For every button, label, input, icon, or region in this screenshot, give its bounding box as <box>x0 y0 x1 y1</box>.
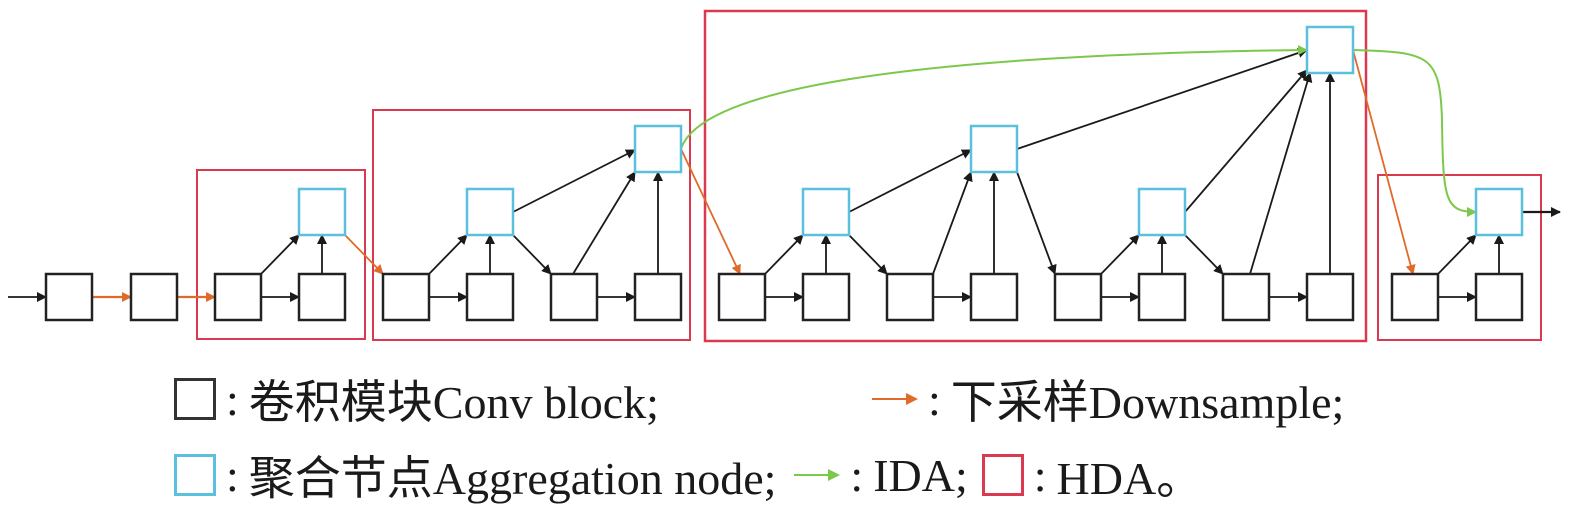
aggregation-node <box>1305 25 1355 75</box>
conv-block <box>969 272 1019 322</box>
agg-edge <box>260 234 300 275</box>
legend-aggregation-label: 聚合节点Aggregation node; <box>248 453 777 504</box>
agg-edge <box>848 234 888 275</box>
aggregation-node <box>1137 187 1187 237</box>
conv-block <box>1137 272 1187 322</box>
legend-ida-colon: : <box>850 449 864 501</box>
legend-row-1: : 卷积模块Conv block; <box>174 366 659 432</box>
agg-edge <box>932 171 973 275</box>
ida-arrow-icon <box>794 465 841 485</box>
conv-block <box>549 272 599 322</box>
conv-block <box>801 272 851 322</box>
conv-block <box>717 272 767 322</box>
legend-agg-colon: : <box>226 449 239 501</box>
agg-edge <box>428 234 468 275</box>
conv-block <box>297 272 347 322</box>
agg-edge <box>1016 171 1057 275</box>
agg-edge <box>848 149 972 213</box>
conv-block <box>381 272 431 322</box>
downsample-arrow <box>680 148 741 275</box>
conv-block <box>1390 272 1440 322</box>
legend-ida-label: IDA; <box>873 449 968 501</box>
ida-arrow <box>680 45 1308 150</box>
ida-arrow <box>1352 49 1477 217</box>
agg-edge <box>512 149 636 213</box>
conv-block-swatch <box>174 378 216 420</box>
agg-edge <box>764 234 804 275</box>
aggregation-node <box>1474 187 1524 237</box>
conv-block <box>633 272 683 322</box>
agg-edge <box>1184 69 1308 213</box>
downsample-arrow-icon <box>872 389 918 409</box>
legend-hda-colon: : <box>1033 449 1047 501</box>
legend-downsample-label: 下采样Downsample; <box>950 377 1345 428</box>
aggregation-node <box>969 124 1019 174</box>
conv-block <box>1305 272 1355 322</box>
legend-conv-label: 卷积模块Conv block; <box>248 377 659 428</box>
conv-block <box>1221 272 1271 322</box>
agg-edge <box>572 171 636 275</box>
downsample-arrow <box>1352 49 1416 275</box>
dla-diagram <box>8 9 1561 343</box>
hda-box-2 <box>372 109 691 341</box>
legend-row-2: : 聚合节点Aggregation node; : IDA; : HDA。 <box>174 442 1202 508</box>
aggregation-node-swatch <box>174 454 216 496</box>
legend-row-1b: : 下采样Downsample; <box>872 366 1344 432</box>
hda-box-4 <box>1377 174 1542 341</box>
aggregation-node <box>801 187 851 237</box>
agg-edge <box>1016 48 1308 150</box>
hda-swatch <box>981 454 1024 496</box>
legend-conv-colon: : <box>226 373 239 425</box>
downsample-arrow <box>344 234 384 275</box>
conv-block <box>129 272 179 322</box>
aggregation-node <box>465 187 515 237</box>
aggregation-node <box>633 124 683 174</box>
conv-block <box>885 272 935 322</box>
legend-hda-label: HDA。 <box>1056 453 1203 504</box>
agg-edge <box>1100 234 1140 275</box>
hda-containers <box>196 9 1542 343</box>
nodes <box>44 25 1524 322</box>
edges <box>8 45 1561 302</box>
hda-box-3 <box>703 9 1368 343</box>
conv-block <box>1053 272 1103 322</box>
legend-down-colon: : <box>928 373 941 425</box>
agg-edge <box>512 234 552 275</box>
conv-block <box>213 272 263 322</box>
agg-edge <box>1437 234 1477 275</box>
aggregation-node <box>297 187 347 237</box>
agg-edge <box>1249 72 1313 275</box>
conv-block <box>1474 272 1524 322</box>
agg-edge <box>1184 234 1224 275</box>
conv-block <box>44 272 94 322</box>
conv-block <box>465 272 515 322</box>
